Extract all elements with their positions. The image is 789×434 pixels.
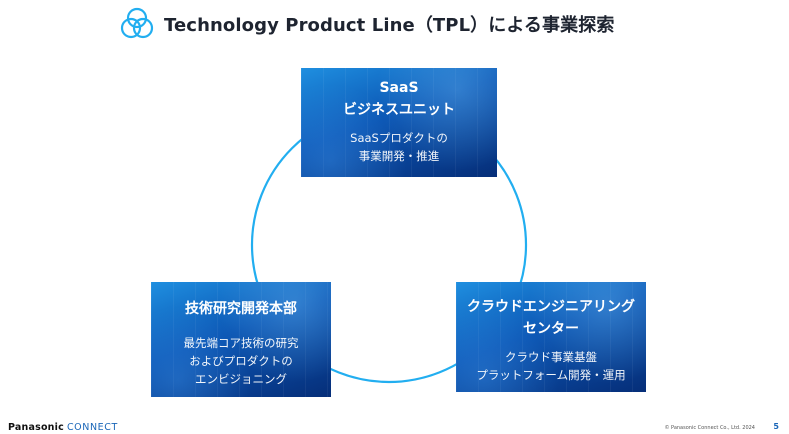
cloud-engineering-center-card: クラウドエンジニアリング センター クラウド事業基盤 プラットフォーム開発・運用 [456, 282, 646, 392]
card-title: 技術研究開発本部 [185, 301, 297, 317]
rnd-headquarters-card: 技術研究開発本部 最先端コア技術の研究 およびプロダクトの エンビジョニング [151, 282, 331, 397]
card-title: SaaS ビジネスユニット [343, 80, 455, 118]
page-number: 5 [773, 422, 779, 431]
trefoil-logo-icon [120, 7, 154, 41]
card-title: クラウドエンジニアリング センター [467, 299, 635, 337]
card-description: クラウド事業基盤 プラットフォーム開発・運用 [476, 350, 626, 382]
copyright-notice: © Panasonic Connect Co., Ltd. 2024 [664, 425, 755, 431]
saas-business-unit-card: SaaS ビジネスユニット SaaSプロダクトの 事業開発・推進 [301, 68, 497, 177]
slide-header: Technology Product Line（TPL）による事業探索 [120, 4, 614, 44]
page-title: Technology Product Line（TPL）による事業探索 [164, 15, 615, 36]
card-description: SaaSプロダクトの 事業開発・推進 [350, 131, 448, 163]
card-description: 最先端コア技術の研究 およびプロダクトの エンビジョニング [183, 336, 299, 386]
